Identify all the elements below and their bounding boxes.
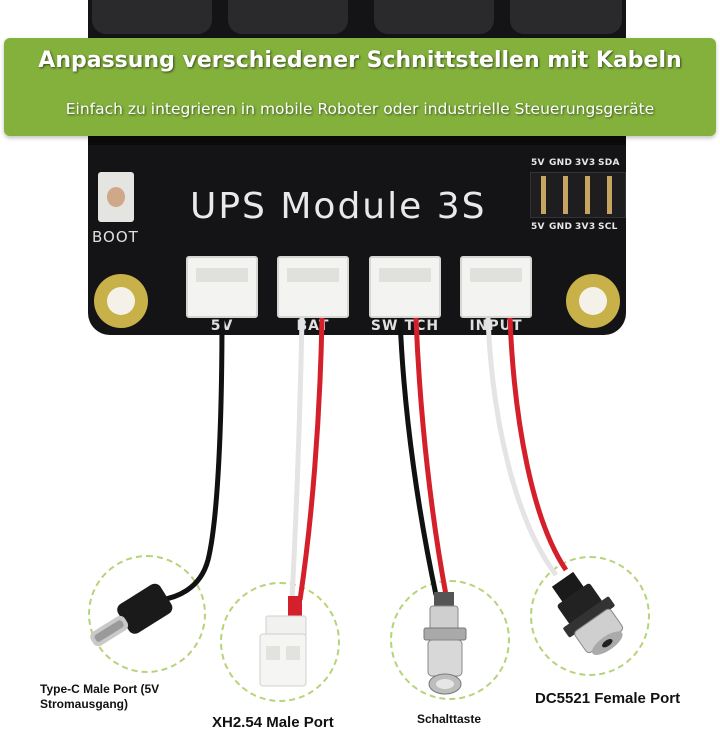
connector-switch — [369, 256, 441, 318]
xh254-caption: XH2.54 Male Port — [212, 714, 334, 731]
connector-label-switch: SWITCH — [370, 318, 440, 334]
gpio-header — [530, 172, 626, 218]
switch-highlight-circle — [390, 580, 510, 700]
connector-input — [460, 256, 532, 318]
header-label-5v-top: 5V — [531, 158, 545, 168]
header-label-5v-bottom: 5V — [531, 222, 545, 232]
boot-label: BOOT — [92, 228, 139, 246]
boot-button — [98, 172, 134, 222]
xh254-highlight-circle — [220, 582, 340, 702]
header-label-gnd-top: GND — [549, 158, 573, 168]
header-label-3v3-bottom: 3V3 — [575, 222, 596, 232]
typec-caption: Type-C Male Port (5V Stromausgang) — [40, 682, 159, 712]
mounting-hole-right — [566, 274, 620, 328]
battery-holder-shadow — [88, 135, 626, 145]
connector-bat — [277, 256, 349, 318]
connector-5v — [186, 256, 258, 318]
wire-bat-white — [289, 317, 305, 601]
wire-bat-red — [297, 317, 325, 601]
banner-subtitle: Einfach zu integrieren in mobile Roboter… — [65, 100, 655, 118]
banner-title: Anpassung verschiedener Schnittstellen m… — [38, 48, 682, 73]
battery-holder-3 — [374, 0, 494, 34]
mounting-hole-left — [94, 274, 148, 328]
battery-holder-1 — [92, 0, 212, 34]
typec-plug — [90, 583, 173, 647]
typec-caption-line2: Stromausgang) — [40, 697, 129, 711]
battery-holder-4 — [510, 0, 622, 34]
header-label-scl: SCL — [598, 222, 618, 232]
header-label-3v3-top: 3V3 — [575, 158, 596, 168]
header-label-sda: SDA — [598, 158, 620, 168]
wire-input-white — [485, 317, 559, 577]
typec-caption-line1: Type-C Male Port (5V — [40, 682, 160, 696]
battery-holder-2 — [228, 0, 348, 34]
wire-switch-black — [397, 317, 439, 596]
xh254-plug — [259, 596, 307, 687]
dc5521-caption: DC5521 Female Port — [535, 690, 681, 707]
board-title: UPS Module 3S — [190, 186, 487, 227]
typec-highlight-circle — [88, 555, 206, 673]
dc5521-highlight-circle — [530, 556, 650, 676]
feature-banner: Anpassung verschiedener Schnittstellen m… — [4, 38, 716, 136]
switch-caption: Schalttaste — [417, 712, 482, 726]
header-label-gnd-bottom: GND — [549, 222, 573, 232]
wire-5v-black — [159, 317, 225, 603]
wire-switch-red — [413, 317, 449, 596]
wire-input-red — [507, 317, 569, 572]
dc5521-jack — [551, 571, 624, 655]
push-switch — [423, 592, 467, 695]
